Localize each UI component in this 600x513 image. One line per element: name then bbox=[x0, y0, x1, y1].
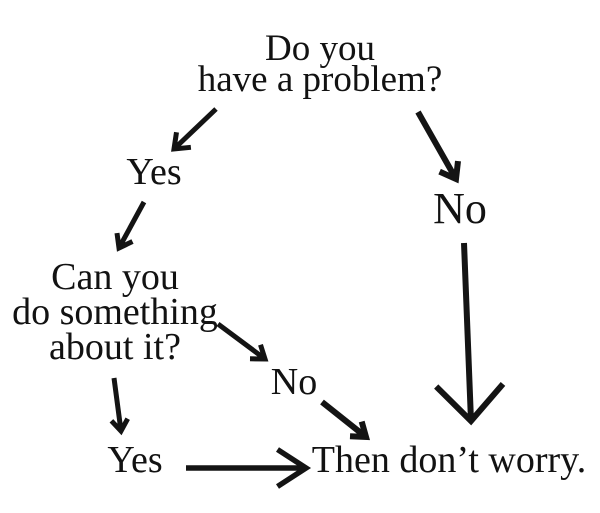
node-yes-bottom: Yes bbox=[107, 439, 163, 481]
node-question-have-a-problem: Do you have a problem? bbox=[197, 28, 443, 100]
arrow-yes-to-can-you bbox=[114, 200, 147, 252]
node-question-do-something: Can you do something about it? bbox=[12, 256, 218, 368]
node-question-do-something-line1: Can you bbox=[51, 256, 179, 298]
arrow-no-to-worry-long bbox=[434, 242, 506, 426]
node-no-right: No bbox=[433, 184, 487, 233]
node-question-have-a-problem-line1: Do you bbox=[265, 28, 375, 69]
node-yes-top: Yes bbox=[126, 151, 182, 193]
node-no-middle: No bbox=[270, 361, 318, 403]
arrow-no-to-worry-diagonal bbox=[320, 399, 371, 441]
arrow-can-you-to-yes bbox=[109, 377, 130, 436]
arrow-can-you-to-no bbox=[216, 321, 269, 362]
node-question-do-something-line2: do something bbox=[12, 291, 218, 333]
arrow-problem-to-yes bbox=[171, 107, 218, 152]
arrow-yes-to-worry bbox=[186, 447, 312, 489]
node-question-have-a-problem-line2: have a problem? bbox=[197, 59, 443, 100]
node-question-do-something-line3: about it? bbox=[49, 326, 181, 368]
arrow-problem-to-no bbox=[415, 110, 461, 184]
node-then-dont-worry: Then don’t worry. bbox=[311, 439, 587, 481]
